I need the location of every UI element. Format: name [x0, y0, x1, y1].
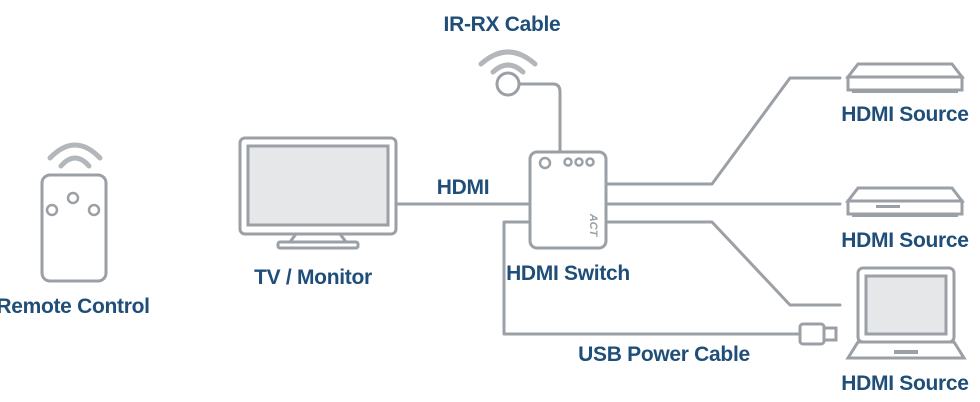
switch-ir-sensor — [538, 156, 552, 170]
usb-power-cable-label: USB Power Cable — [578, 343, 750, 366]
source-1-top — [844, 62, 966, 79]
remote-wave-outer — [47, 142, 103, 161]
hdmi-source-3-cable — [604, 220, 842, 307]
switch-brand-logo: ACT — [587, 213, 599, 238]
usb-plug-tip — [822, 326, 838, 342]
hdmi-source-2-label: HDMI Source — [841, 229, 968, 252]
hdmi-switch-device: ACT — [528, 150, 608, 250]
hdmi-source-3-device — [845, 266, 967, 360]
remote-button-right — [87, 203, 101, 217]
hdmi-link-label: HDMI — [437, 176, 489, 199]
remote-body — [40, 173, 108, 283]
switch-led-3 — [585, 157, 595, 167]
ir-rx-cable-label: IR-RX Cable — [444, 13, 561, 36]
source-2-feet — [852, 214, 958, 217]
source-1-feet — [852, 90, 958, 93]
laptop-screen — [864, 274, 948, 336]
usb-plug-body — [798, 322, 826, 346]
source-2-top — [844, 186, 966, 203]
cables — [394, 76, 842, 336]
hdmi-source-1-device — [844, 62, 966, 93]
tv-base — [276, 240, 360, 250]
hdmi-switch-label: HDMI Switch — [506, 262, 630, 285]
source-1-body — [846, 75, 964, 92]
ir-rx-cable-line — [518, 82, 562, 154]
switch-body — [528, 150, 608, 250]
ir-wave-outer — [478, 49, 538, 67]
remote-button-left — [45, 203, 59, 217]
tv-monitor-label: TV / Monitor — [254, 266, 372, 289]
hdmi-source-1-label: HDMI Source — [841, 103, 968, 126]
usb-plug — [798, 322, 838, 346]
remote-control-label: Remote Control — [0, 295, 150, 318]
laptop-touchpad — [894, 350, 918, 354]
ir-receiver — [478, 49, 538, 97]
labels: IR-RX Cable Remote Control TV / Monitor … — [0, 13, 969, 395]
hdmi-source-3-label: HDMI Source — [841, 372, 968, 395]
switch-led-1 — [563, 157, 573, 167]
ir-receiver-eye — [495, 71, 521, 97]
source-2-slot — [876, 205, 900, 208]
ir-wave-inner — [490, 62, 526, 75]
remote-control — [40, 142, 108, 283]
usb-power-cable-line — [502, 220, 802, 336]
tv-monitor — [238, 136, 398, 250]
hdmi-source-1-cable — [604, 76, 842, 186]
source-2-body — [846, 199, 964, 216]
tv-screen — [246, 144, 390, 227]
hdmi-source-2-device — [844, 186, 966, 217]
remote-button-top — [66, 191, 80, 205]
remote-wave-inner — [58, 155, 92, 169]
switch-led-2 — [574, 157, 584, 167]
